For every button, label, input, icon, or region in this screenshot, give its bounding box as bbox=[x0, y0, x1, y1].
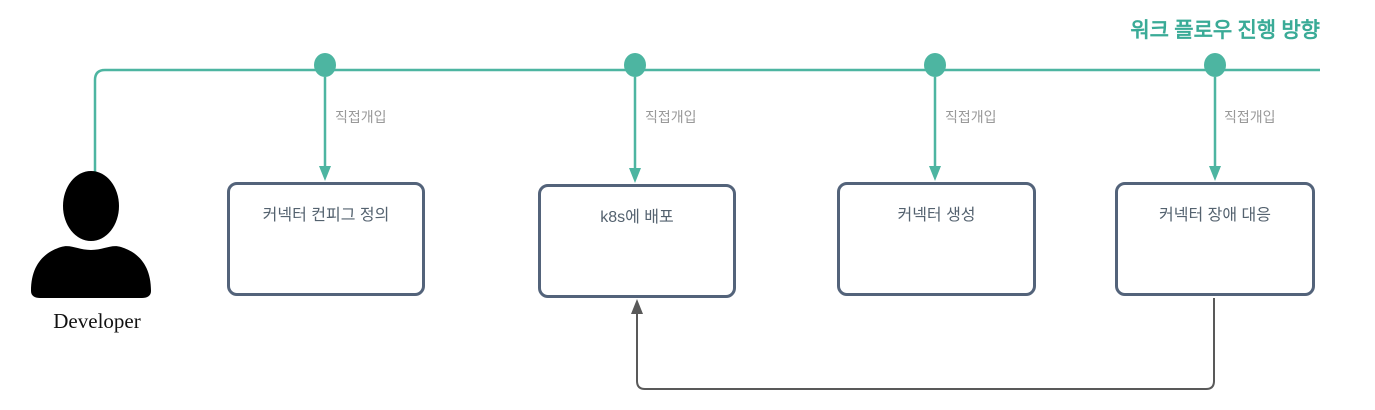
step-box-label: 커넥터 컨피그 정의 bbox=[262, 207, 390, 224]
workflow-node-dot-3 bbox=[924, 53, 946, 77]
step-box-label: k8s에 배포 bbox=[600, 209, 674, 226]
actor-label: Developer bbox=[53, 309, 141, 333]
step-box-connector-config: 커넥터 컨피그 정의 bbox=[227, 182, 425, 296]
workflow-line bbox=[93, 68, 1320, 173]
intervention-label-1: 직접개입 bbox=[335, 111, 387, 126]
intervention-label-2: 직접개입 bbox=[645, 111, 697, 126]
workflow-node-dot-4 bbox=[1204, 53, 1226, 77]
step-box-connector-create: 커넥터 생성 bbox=[837, 182, 1036, 296]
intervention-label-3: 직접개입 bbox=[945, 111, 997, 126]
feedback-arrow bbox=[631, 298, 1215, 390]
step-box-k8s-deploy: k8s에 배포 bbox=[538, 184, 736, 298]
intervention-arrow-1 bbox=[319, 77, 331, 181]
step-box-connector-failure: 커넥터 장애 대응 bbox=[1115, 182, 1315, 296]
step-box-label: 커넥터 생성 bbox=[897, 207, 976, 224]
workflow-node-dot-2 bbox=[624, 53, 646, 77]
intervention-arrow-4 bbox=[1209, 77, 1221, 181]
intervention-arrow-3 bbox=[929, 77, 941, 181]
intervention-label-4: 직접개입 bbox=[1224, 111, 1276, 126]
developer-icon bbox=[31, 171, 151, 298]
diagram-title: 워크 플로우 진행 방향 bbox=[1130, 18, 1320, 42]
intervention-arrow-2 bbox=[629, 77, 641, 183]
workflow-node-dot-1 bbox=[314, 53, 336, 77]
step-box-label: 커넥터 장애 대응 bbox=[1159, 207, 1271, 224]
